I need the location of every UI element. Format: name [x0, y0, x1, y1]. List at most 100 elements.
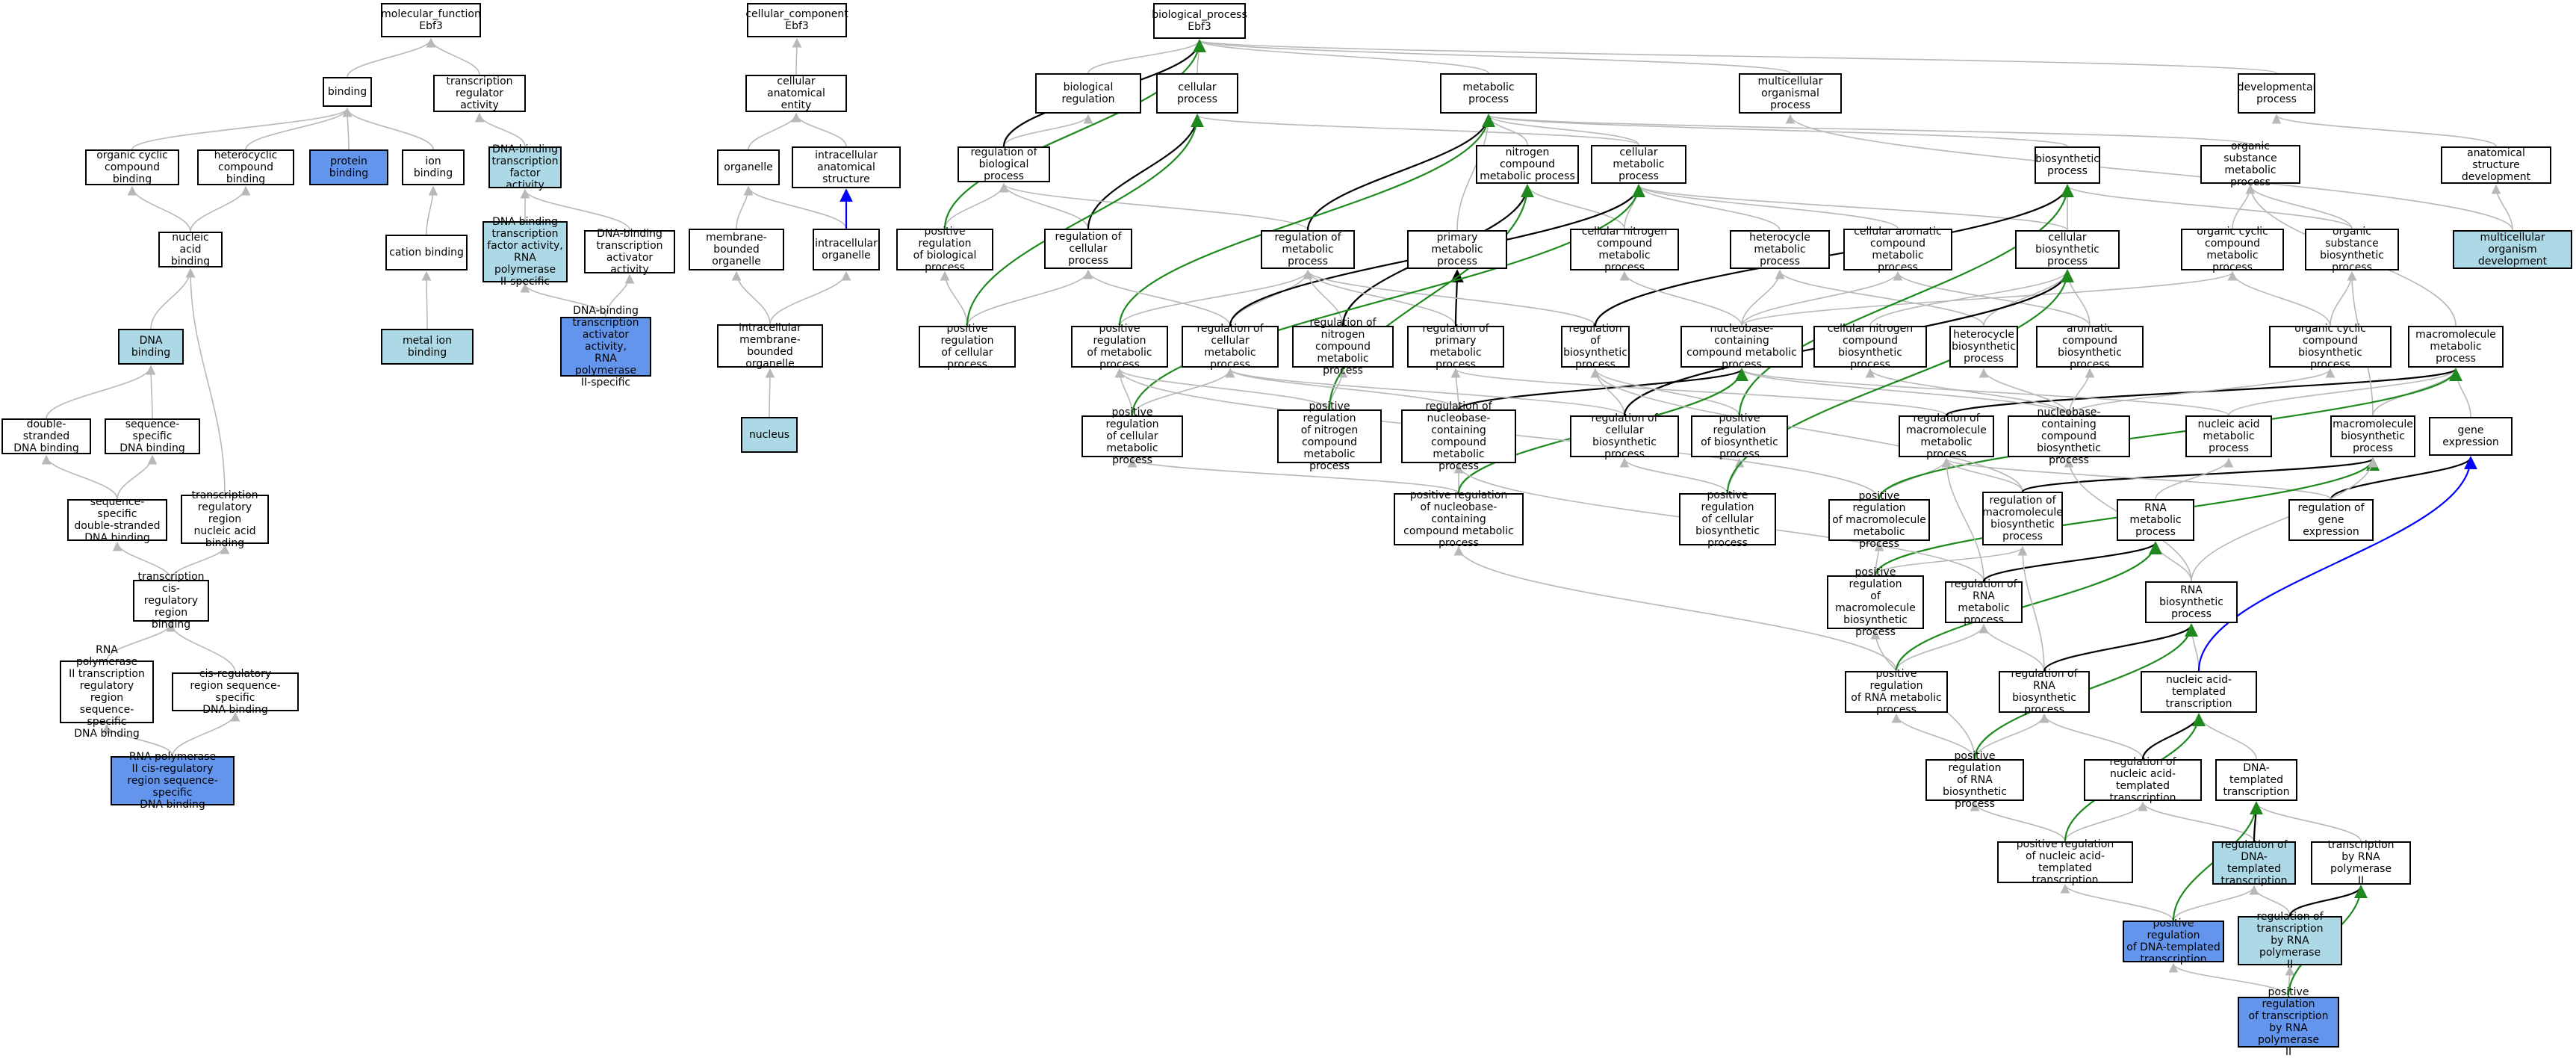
node-positive-regulation-of-dna-templated-transcription[interactable]: positive regulation of DNA-templated tra…: [2123, 918, 2224, 965]
node-protein-binding[interactable]: protein binding: [309, 149, 388, 185]
node-gene-expression[interactable]: gene expression: [2429, 417, 2513, 456]
node-intracellular-organelle[interactable]: intracellular organelle: [813, 229, 880, 270]
node-organic-substance-metabolic-process[interactable]: organic substance metabolic process: [2200, 140, 2300, 188]
node-double-stranded-dna-binding[interactable]: double-stranded DNA binding: [1, 418, 91, 454]
node-regulation-of-cellular-metabolic-process[interactable]: regulation of cellular metabolic process: [1182, 323, 1279, 371]
node-positive-regulation-of-cellular-biosynthetic-process[interactable]: positive regulation of cellular biosynth…: [1679, 489, 1776, 549]
node-sequence-specific-dna-binding[interactable]: sequence-specific DNA binding: [105, 418, 200, 454]
node-multicellular-organismal-process[interactable]: multicellular organismal process: [1739, 73, 1842, 114]
edge-prmp-to-rmp: [1119, 269, 1313, 327]
node-regulation-of-macromolecule-metabolic-process[interactable]: regulation of macromolecule metabolic pr…: [1899, 412, 1994, 460]
node-molecular-function[interactable]: molecular_function Ebf3: [381, 3, 481, 37]
node-organelle[interactable]: organelle: [717, 149, 780, 185]
node-positive-regulation-of-transcription-by-rna-polymerase-ii[interactable]: positive regulation of transcription by …: [2238, 986, 2339, 1058]
node-dna-binding-tf-activity-rnap2[interactable]: DNA-binding transcription factor activit…: [482, 216, 568, 288]
node-metal-ion-binding[interactable]: metal ion binding: [381, 329, 474, 365]
node-cellular-biosynthetic-process[interactable]: cellular biosynthetic process: [2015, 230, 2120, 269]
node-sequence-specific-double-stranded-dna-binding[interactable]: sequence-specific double-stranded DNA bi…: [67, 496, 167, 544]
node-cellular-anatomical-entity[interactable]: cellular anatomical entity: [745, 75, 847, 112]
node-heterocycle-biosynthetic-process[interactable]: heterocycle biosynthetic process: [1949, 326, 2018, 368]
node-regulation-of-primary-metabolic-process[interactable]: regulation of primary metabolic process: [1407, 323, 1504, 371]
node-transcription-regulatory-region-na-binding[interactable]: transcription regulatory region nucleic …: [181, 489, 269, 549]
node-anatomical-structure-development[interactable]: anatomical structure development: [2441, 146, 2551, 184]
node-regulation-of-nucleobase-containing-compound-metabolic-process[interactable]: regulation of nucleobase-containing comp…: [1401, 400, 1516, 472]
node-primary-metabolic-process[interactable]: primary metabolic process: [1407, 230, 1507, 269]
node-cellular-nitrogen-compound-biosynthetic-process[interactable]: cellular nitrogen compound biosynthetic …: [1813, 323, 1927, 371]
node-dna-binding-transcription-activator-rnap2[interactable]: DNA-binding transcription activator acti…: [560, 305, 651, 389]
node-dna-binding-transcription-activator-activity[interactable]: DNA-binding transcription activator acti…: [584, 228, 675, 276]
node-regulation-of-transcription-by-rna-polymerase-ii[interactable]: regulation of transcription by RNA polym…: [2238, 911, 2342, 971]
node-aromatic-compound-biosynthetic-process[interactable]: aromatic compound biosynthetic process: [2036, 323, 2144, 371]
node-membrane-bounded-organelle[interactable]: membrane-bounded organelle: [689, 229, 784, 270]
node-nucleus[interactable]: nucleus: [741, 417, 798, 453]
node-transcription-cis-regulatory-region-binding[interactable]: transcription cis-regulatory region bind…: [133, 571, 209, 631]
node-nitrogen-compound-metabolic-process[interactable]: nitrogen compound metabolic process: [1476, 145, 1579, 184]
node-biosynthetic-process[interactable]: biosynthetic process: [2035, 146, 2100, 184]
node-intracellular-anatomical-structure[interactable]: intracellular anatomical structure: [792, 146, 901, 188]
node-positive-regulation-of-rna-biosynthetic-process[interactable]: positive regulation of RNA biosynthetic …: [1925, 750, 2024, 810]
node-regulation-of-biosynthetic-process[interactable]: regulation of biosynthetic process: [1561, 323, 1630, 371]
node-rna-biosynthetic-process[interactable]: RNA biosynthetic process: [2145, 581, 2238, 623]
node-dna-binding[interactable]: DNA binding: [118, 329, 184, 365]
node-nucleic-acid-binding[interactable]: nucleic acid binding: [158, 232, 223, 267]
node-nucleic-acid-metabolic-process[interactable]: nucleic acid metabolic process: [2185, 415, 2272, 457]
node-dna-binding-transcription-factor-activity[interactable]: DNA-binding transcription factor activit…: [488, 143, 562, 191]
node-cellular-nitrogen-compound-metabolic-process[interactable]: cellular nitrogen compound metabolic pro…: [1570, 226, 1679, 273]
node-positive-regulation-of-cellular-process[interactable]: positive regulation of cellular process: [919, 323, 1016, 371]
node-biological-regulation[interactable]: biological regulation: [1035, 73, 1141, 114]
node-transcription-by-rna-polymerase-ii[interactable]: transcription by RNA polymerase II: [2311, 839, 2411, 887]
node-cellular-component[interactable]: cellular_component Ebf3: [745, 3, 848, 37]
node-regulation-of-dna-templated-transcription[interactable]: regulation of DNA-templated transcriptio…: [2212, 839, 2296, 887]
node-organic-cyclic-compound-biosynthetic-process[interactable]: organic cyclic compound biosynthetic pro…: [2269, 323, 2392, 371]
node-multicellular-organism-development[interactable]: multicellular organism development: [2453, 230, 2572, 269]
node-regulation-of-gene-expression[interactable]: regulation of gene expression: [2288, 499, 2374, 541]
node-nucleobase-containing-compound-biosynthetic-process[interactable]: nucleobase-containing compound biosynthe…: [2008, 406, 2130, 466]
node-positive-regulation-of-macromolecule-biosynthetic-process[interactable]: positive regulation of macromolecule bio…: [1827, 566, 1924, 638]
node-intracellular-membrane-bounded-organelle[interactable]: intracellular membrane-bounded organelle: [717, 322, 823, 370]
node-organic-substance-biosynthetic-process[interactable]: organic substance biosynthetic process: [2305, 226, 2399, 273]
node-organic-cyclic-compound-binding[interactable]: organic cyclic compound binding: [85, 149, 179, 185]
node-macromolecule-biosynthetic-process[interactable]: macromolecule biosynthetic process: [2330, 415, 2415, 457]
node-cellular-aromatic-compound-metabolic-process[interactable]: cellular aromatic compound metabolic pro…: [1843, 226, 1952, 273]
node-positive-regulation-of-rna-metabolic-process[interactable]: positive regulation of RNA metabolic pro…: [1845, 668, 1948, 716]
edge-prrnamp-to-rnamp: [1895, 541, 2162, 672]
node-regulation-of-biological-process[interactable]: regulation of biological process: [958, 146, 1050, 182]
node-metabolic-process[interactable]: metabolic process: [1440, 73, 1537, 114]
node-positive-regulation-of-biological-process[interactable]: positive regulation of biological proces…: [896, 226, 993, 273]
node-rnap2-transcription-regulatory-region-binding[interactable]: RNA polymerase II transcription regulato…: [60, 644, 154, 740]
node-dna-templated-transcription[interactable]: DNA-templated transcription: [2215, 759, 2297, 801]
node-cis-regulatory-region-sequence-specific-binding[interactable]: cis-regulatory region sequence-specific …: [172, 668, 299, 716]
node-positive-regulation-of-biosynthetic-process[interactable]: positive regulation of biosynthetic proc…: [1691, 412, 1788, 460]
node-rnap2-cis-regulatory-region-binding[interactable]: RNA polymerase II cis-regulatory region …: [111, 751, 235, 811]
node-ion-binding[interactable]: ion binding: [402, 149, 465, 185]
node-regulation-of-rna-biosynthetic-process[interactable]: regulation of RNA biosynthetic process: [1999, 668, 2090, 716]
node-developmental-process[interactable]: developmental process: [2238, 73, 2315, 114]
node-positive-regulation-of-nitrogen-compound-metabolic-process[interactable]: positive regulation of nitrogen compound…: [1277, 400, 1382, 472]
node-regulation-of-rna-metabolic-process[interactable]: regulation of RNA metabolic process: [1945, 578, 2023, 626]
node-cellular-process[interactable]: cellular process: [1156, 73, 1238, 114]
node-regulation-of-cellular-process[interactable]: regulation of cellular process: [1044, 229, 1132, 269]
node-regulation-of-cellular-biosynthetic-process[interactable]: regulation of cellular biosynthetic proc…: [1570, 412, 1679, 460]
node-regulation-of-macromolecule-biosynthetic-process[interactable]: regulation of macromolecule biosynthetic…: [1982, 492, 2063, 545]
node-heterocycle-metabolic-process[interactable]: heterocycle metabolic process: [1730, 230, 1830, 269]
node-heterocyclic-compound-binding[interactable]: heterocyclic compound binding: [197, 149, 294, 185]
node-positive-regulation-of-nucleobase-containing-compound-metabolic-process[interactable]: positive regulation of nucleobase-contai…: [1394, 489, 1524, 549]
node-cellular-metabolic-process[interactable]: cellular metabolic process: [1591, 145, 1686, 184]
node-organic-cyclic-compound-metabolic-process[interactable]: organic cyclic compound metabolic proces…: [2181, 226, 2284, 273]
node-cation-binding[interactable]: cation binding: [385, 235, 468, 270]
node-regulation-of-nitrogen-compound-metabolic-process[interactable]: regulation of nitrogen compound metaboli…: [1292, 317, 1394, 377]
node-positive-regulation-of-nucleic-acid-templated-transcription[interactable]: positive regulation of nucleic acid-temp…: [1997, 838, 2133, 886]
node-regulation-of-metabolic-process[interactable]: regulation of metabolic process: [1261, 230, 1355, 269]
node-positive-regulation-of-cellular-metabolic-process[interactable]: positive regulation of cellular metaboli…: [1081, 406, 1183, 466]
node-rna-metabolic-process[interactable]: RNA metabolic process: [2117, 499, 2194, 541]
node-positive-regulation-of-macromolecule-metabolic-process[interactable]: positive regulation of macromolecule met…: [1828, 490, 1930, 550]
node-nucleic-acid-templated-transcription[interactable]: nucleic acid-templated transcription: [2141, 671, 2257, 713]
node-positive-regulation-of-metabolic-process[interactable]: positive regulation of metabolic process: [1071, 323, 1168, 371]
node-transcription-regulator-activity[interactable]: transcription regulator activity: [433, 75, 526, 112]
edge-prtrp2-to-prdtt: [2168, 962, 2289, 997]
node-macromolecule-metabolic-process[interactable]: macromolecule metabolic process: [2408, 326, 2504, 368]
node-biological-process[interactable]: biological_process Ebf3: [1152, 3, 1247, 39]
node-binding[interactable]: binding: [323, 77, 372, 107]
node-nucleobase-containing-compound-metabolic-process[interactable]: nucleobase-containing compound metabolic…: [1680, 323, 1803, 371]
node-regulation-of-nucleic-acid-templated-transcription[interactable]: regulation of nucleic acid-templated tra…: [2084, 756, 2202, 804]
